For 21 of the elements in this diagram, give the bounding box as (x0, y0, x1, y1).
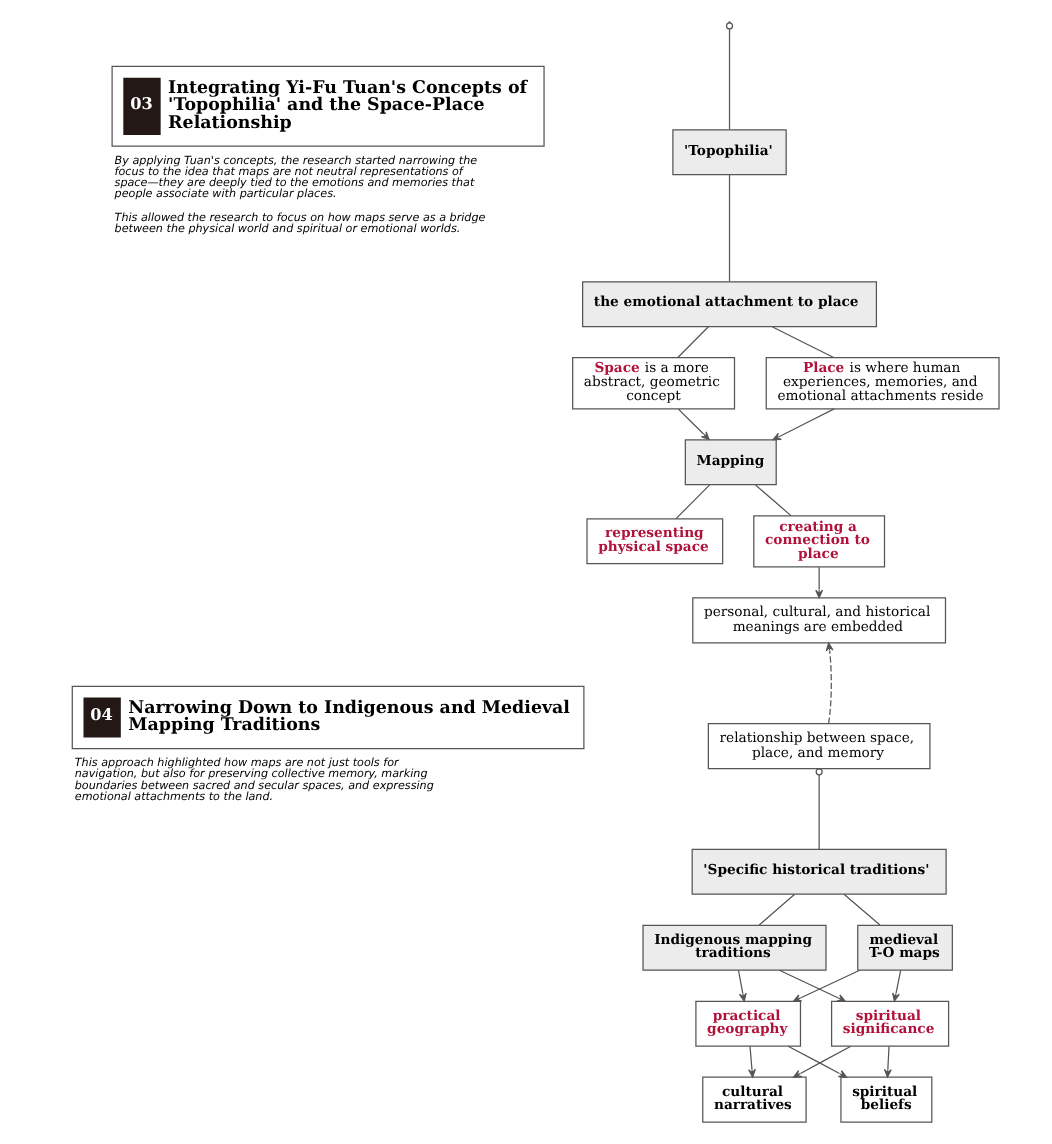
connector (677, 326, 709, 359)
arrow (825, 642, 834, 725)
connector (728, 28, 731, 130)
connector (815, 768, 823, 850)
connector (754, 484, 792, 517)
arrow (748, 1045, 756, 1078)
arrow (677, 408, 710, 441)
arrow (892, 969, 902, 1002)
node-box: 03 Integrating Yi-Fu Tuan's Concepts of 'Topophilia' and the Space-Place Relationship (111, 65, 545, 147)
connector (728, 174, 731, 283)
connector (771, 326, 835, 359)
connector (675, 484, 711, 520)
connector (843, 893, 881, 926)
arrow (772, 408, 835, 441)
arrow (737, 969, 747, 1002)
arrow (815, 566, 824, 599)
node-box: 04 Narrowing Down to Indigenous and Medieval Mapping Traditions (71, 685, 585, 750)
arrow (792, 969, 861, 1002)
connector (758, 893, 796, 926)
arrow (778, 969, 846, 1002)
arrow (883, 1045, 892, 1078)
